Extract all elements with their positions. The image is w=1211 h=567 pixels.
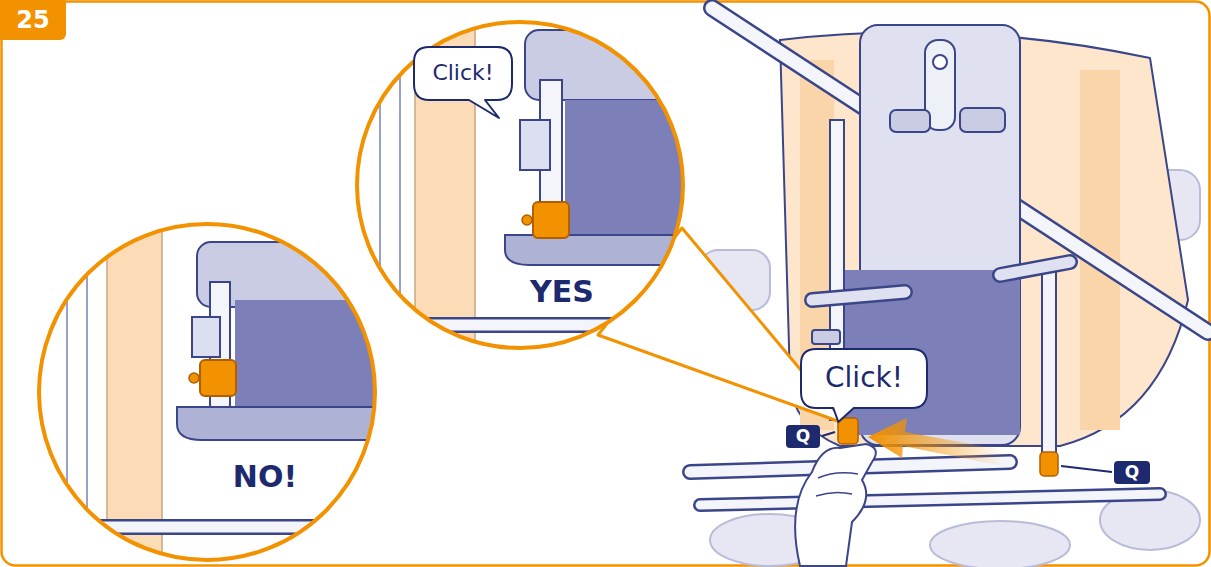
illustration-part	[933, 55, 947, 69]
caption-text: Click!	[825, 364, 903, 392]
illustration-part	[39, 224, 375, 560]
part-letter: Q	[786, 425, 820, 448]
illustration-part	[522, 215, 532, 225]
part-letter-text: Q	[1125, 464, 1139, 481]
illustration-part	[838, 418, 858, 444]
sound-bubble: Click!	[413, 46, 513, 100]
illustration-part	[355, 317, 695, 333]
illustration-part	[1000, 262, 1070, 275]
bubble-shape	[801, 349, 927, 422]
illustration-part	[200, 360, 236, 396]
illustration-part	[812, 292, 905, 300]
magnified-correct-view: YES Click!	[355, 20, 685, 350]
illustration-part	[355, 320, 695, 331]
illustration-part	[37, 522, 387, 533]
caption-text: NO!	[233, 462, 297, 492]
magnified-wrong-view: NO!	[37, 222, 377, 562]
illustration-part	[533, 202, 569, 238]
illustration-part	[67, 222, 87, 562]
bubble-shape	[414, 47, 512, 118]
illustration-part	[37, 222, 397, 562]
illustration-part	[816, 473, 858, 496]
illustration-part	[1061, 466, 1112, 472]
illustration-part	[357, 22, 683, 348]
part-letter: Q	[1114, 461, 1150, 484]
illustration-part	[520, 120, 550, 170]
illustration-part	[822, 432, 835, 436]
step-number-text: 25	[16, 8, 49, 32]
caption-text: Click!	[432, 62, 493, 84]
illustration-part	[700, 494, 1160, 505]
part-letter-text: Q	[796, 428, 810, 445]
sound-bubble: Click!	[800, 348, 928, 408]
illustration-part	[107, 222, 162, 562]
illustration-part	[795, 444, 876, 566]
illustration-part	[890, 110, 930, 132]
magnifier-circle	[37, 222, 377, 562]
illustration-part	[868, 418, 1005, 466]
illustration-part	[930, 521, 1070, 567]
illustration-part	[960, 108, 1005, 132]
magnifier-circle	[355, 20, 685, 350]
illustration-part	[812, 330, 840, 344]
illustration-part	[355, 20, 705, 350]
illustration-part	[380, 20, 400, 350]
illustration-part	[1042, 270, 1056, 455]
illustration-part	[700, 494, 1160, 505]
step-number: 25	[0, 0, 66, 40]
illustration-part	[177, 407, 387, 440]
illustration-part	[1000, 262, 1070, 275]
illustration-part	[189, 373, 199, 383]
illustration-part	[192, 317, 220, 357]
caption-text: YES	[530, 277, 594, 307]
illustration-part	[812, 292, 905, 300]
illustration-part	[37, 519, 387, 535]
illustration-part	[1040, 452, 1058, 476]
